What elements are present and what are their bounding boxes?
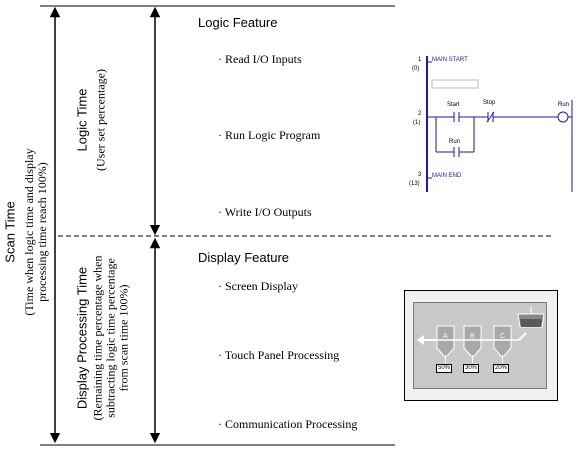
main-start-label: MAIN START [432, 57, 468, 63]
scan-time-label: Scan Time [2, 201, 18, 263]
tank-a-shape [436, 325, 455, 363]
rung2-number: 2 [418, 111, 422, 117]
rung2-address: (1) [413, 120, 421, 126]
scan-time-note-line2: processing time reach 100%) [35, 162, 49, 302]
tank-b-percent: 30% [463, 364, 480, 373]
display-time-note-line3: from scan time 100%) [116, 284, 131, 392]
stop-contact-slash [486, 111, 495, 123]
tank-b-label: B [470, 333, 475, 340]
logic-item-read-io: · Read I/O Inputs [218, 52, 302, 66]
run-contact-label: Run [449, 139, 461, 145]
display-time-label: Display Processing Time [74, 266, 90, 410]
display-panel: A B C 50% 30% 20% [404, 290, 558, 401]
tank-a-label: A [443, 333, 448, 340]
display-item-touch: · Touch Panel Processing [218, 348, 340, 362]
logic-feature-title: Logic Feature [198, 15, 278, 30]
ladder-lines [426, 56, 573, 192]
run-coil [557, 111, 569, 123]
tank-c-label: C [500, 333, 506, 340]
scan-time-note: (Time when logic time and display proces… [22, 148, 49, 315]
main-end-label: MAIN END [432, 173, 462, 179]
logic-item-write-io: · Write I/O Outputs [218, 205, 312, 219]
ladder-diagram: 1 (0) MAIN START 2 (1) Start Stop Run Ru… [408, 54, 584, 194]
tank-c-shape [493, 325, 512, 363]
run-coil-label: Run [558, 102, 570, 108]
tank-a-percent: 50% [436, 364, 453, 373]
panel-screen: A B C 50% 30% 20% [413, 302, 547, 389]
tank-c-percent: 20% [493, 364, 510, 373]
start-contact-label: Start [447, 102, 460, 108]
display-item-screen: · Screen Display [218, 279, 298, 293]
rung1-address: (0) [412, 66, 420, 72]
display-feature-title: Display Feature [198, 250, 290, 265]
flow-arrow-icon [417, 335, 424, 345]
tank-b-shape [463, 325, 482, 363]
mixer-liquid [520, 319, 542, 327]
display-time-note: (Remaining time percentage when subtract… [91, 256, 131, 421]
display-item-comm: · Communication Processing [218, 417, 358, 431]
logic-item-run-program: · Run Logic Program [218, 128, 321, 142]
logic-time-label: Logic Time [74, 88, 90, 152]
rung1-number: 1 [418, 57, 422, 63]
logic-time-note: (User set percentage) [93, 69, 108, 171]
ladder-comment-box [431, 79, 479, 89]
stop-contact-label: Stop [483, 100, 496, 106]
rung3-number: 3 [418, 172, 422, 178]
panel-graphic [417, 307, 545, 363]
rung3-address: (13) [409, 181, 420, 187]
